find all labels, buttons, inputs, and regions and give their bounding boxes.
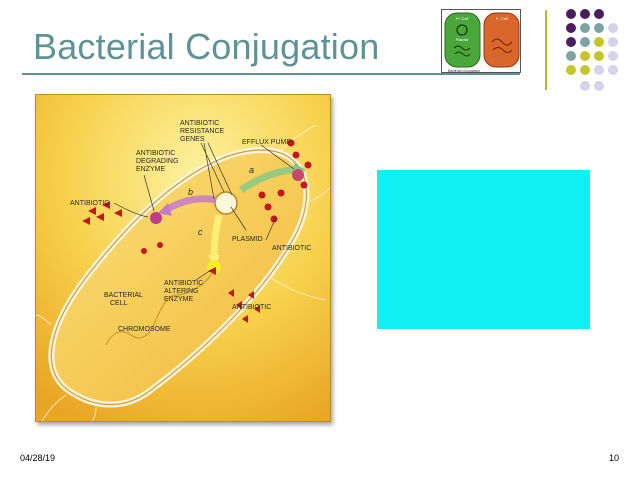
label-resistance-genes-1: ANTIBIOTIC [180, 120, 219, 127]
thumb-caption: Bacterial conjugation [448, 69, 481, 73]
label-degrading-enzyme-3: ENZYME [136, 166, 166, 173]
label-degrading-enzyme-2: DEGRADING [136, 158, 178, 165]
decorative-dot-grid [563, 6, 635, 106]
label-chromosome: CHROMOSOME [118, 326, 171, 333]
dot-row-2 [566, 23, 618, 33]
dot-row-3 [566, 37, 618, 47]
efflux-pump [292, 169, 304, 181]
label-altering-enzyme-2: ALTERING [164, 288, 199, 295]
dot-row-5 [566, 65, 618, 75]
cyan-placeholder-panel [377, 170, 590, 329]
label-altering-enzyme-3: ENZYME [164, 296, 194, 303]
dot-row-6 [580, 81, 604, 91]
label-antibiotic-left: ANTIBIOTIC [70, 200, 109, 207]
label-degrading-enzyme-1: ANTIBIOTIC [136, 150, 175, 157]
footer-date: 04/28/19 [20, 453, 56, 463]
label-antibiotic-bottom: ANTIBIOTIC [232, 304, 271, 311]
antibiotic-particles [82, 139, 312, 323]
footer-page-number: 10 [609, 453, 620, 463]
label-pathway-b: b [188, 187, 193, 197]
label-altering-enzyme-1: ANTIBIOTIC [164, 280, 203, 287]
thumb-right-label: F- Cell [496, 16, 508, 21]
label-pathway-a: a [249, 165, 254, 175]
dot-row-4 [566, 51, 618, 61]
pathway-b-arrow [164, 195, 217, 214]
degrading-enzyme [150, 212, 162, 224]
bacterial-cell-illustration: ANTIBIOTIC RESISTANCE GENES EFFLUX PUMP … [35, 94, 331, 422]
label-resistance-genes-2: RESISTANCE [180, 128, 225, 135]
dot-row-1 [566, 9, 604, 19]
label-bacterial-cell-2: CELL [110, 300, 128, 307]
accent-vertical-rule [545, 10, 547, 90]
label-pathway-c: c [198, 227, 203, 237]
thumb-plasmid-label: Plasmid [456, 38, 469, 42]
slide-title: Bacterial Conjugation [33, 26, 380, 67]
thumb-left-label: F+ Cell [456, 16, 469, 21]
pathway-a-arrow [239, 166, 297, 193]
label-efflux-pump: EFFLUX PUMP [242, 139, 291, 146]
label-resistance-genes-3: GENES [180, 136, 205, 143]
label-plasmid: PLASMID [232, 236, 263, 243]
label-bacterial-cell-1: BACTERIAL [104, 292, 143, 299]
chromosome-strand [105, 259, 213, 346]
bacterial-cell-body [48, 146, 310, 408]
title-underline [22, 73, 520, 75]
conjugation-thumbnail-image: F+ Cell Plasmid F- Cell Bacterial conjug… [441, 9, 521, 73]
label-antibiotic-right: ANTIBIOTIC [272, 245, 311, 252]
